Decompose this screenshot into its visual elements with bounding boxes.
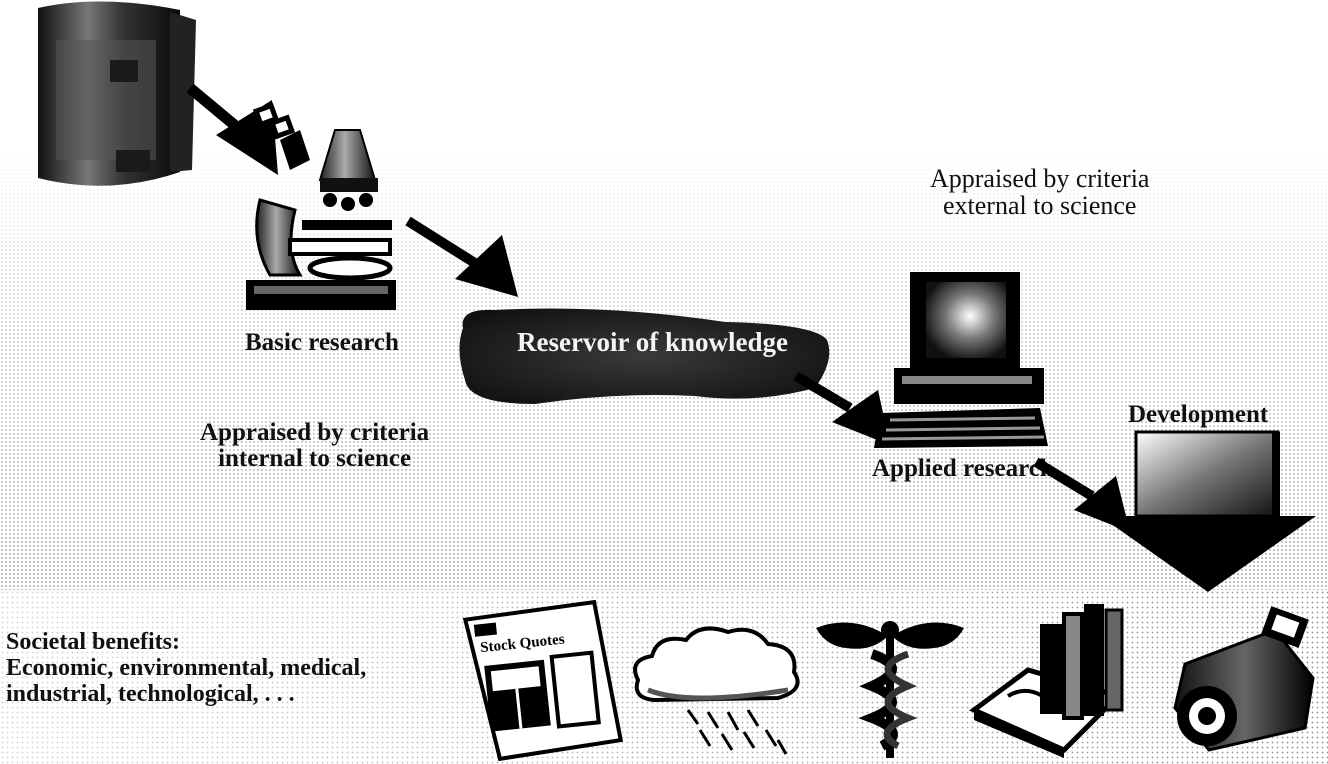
societal-benefits-text: Societal benefits: Economic, environment… [6,629,367,707]
arrow-to-applied [793,371,890,445]
computer-icon [874,272,1048,448]
newspaper-icon: Stock Quotes [462,599,624,762]
development-arrow-icon [1100,430,1316,592]
basic-research-label: Basic research [245,329,399,356]
film-roll-icon [38,1,196,186]
video-camera-icon [1173,606,1315,752]
reservoir-label: Reservoir of knowledge [517,327,788,357]
applied-research-label: Applied research [872,455,1054,482]
arrow-to-reservoir [405,216,518,297]
factory-icon [969,604,1124,758]
caduceus-icon [816,621,964,758]
internal-criteria-label: Appraised by criteria internal to scienc… [200,419,430,473]
reservoir-blob [459,308,830,404]
development-label: Development [1128,401,1269,428]
microscope-icon [246,102,396,310]
rain-cloud-icon [633,626,800,755]
external-criteria-label: Appraised by criteria external to scienc… [930,164,1150,221]
